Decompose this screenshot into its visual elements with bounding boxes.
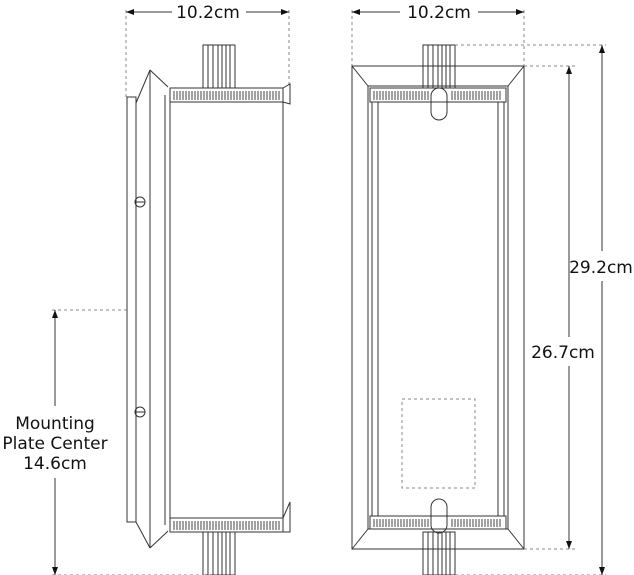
screw-icon [134, 406, 146, 418]
top-finial [202, 44, 236, 89]
side-width-dimension: 10.2cm [125, 3, 290, 97]
side-width-label: 10.2cm [176, 3, 240, 23]
front-width-label: 10.2cm [407, 3, 471, 23]
mounting-value: 14.6cm [23, 454, 87, 474]
glass-height-dimension: 26.7cm [524, 65, 595, 550]
front-bottom-rim [369, 515, 507, 530]
side-glass [169, 101, 284, 519]
front-top-rim [369, 87, 507, 103]
mounting-center-dimension: Mounting Plate Center 14.6cm [2, 309, 210, 575]
front-bottom-finial [422, 498, 456, 575]
mounting-label-line2: Plate Center [2, 434, 107, 454]
bottom-finial [202, 531, 236, 575]
wall-plate [126, 96, 137, 523]
glass-height-label: 26.7cm [531, 343, 595, 363]
backplate-bevel [135, 69, 151, 549]
side-view: 10.2cm [2, 3, 291, 575]
front-glass [371, 101, 505, 517]
overall-height-label: 29.2cm [569, 258, 633, 278]
front-top-finial [422, 44, 456, 121]
front-width-dimension: 10.2cm [351, 3, 525, 66]
screw-icon [134, 196, 146, 208]
front-view: 10.2cm [351, 3, 633, 575]
overall-height-dimension: 29.2cm [455, 44, 633, 575]
bottom-rim [169, 501, 291, 533]
mounting-label-line1: Mounting [15, 414, 95, 434]
label-placeholder [401, 398, 476, 489]
